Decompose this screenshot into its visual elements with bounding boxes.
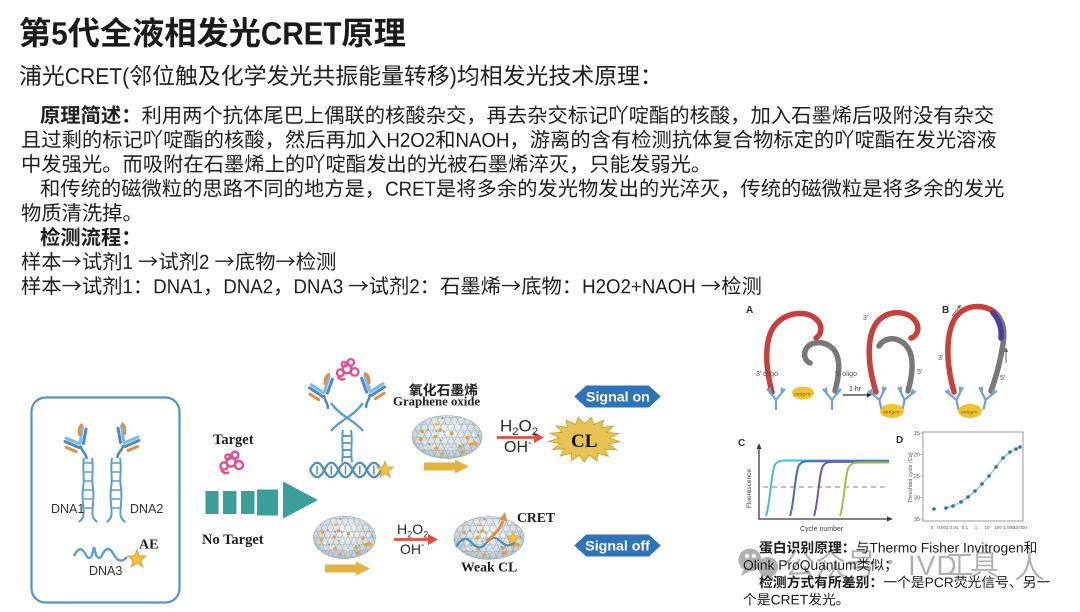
svg-text:35: 35 [914,517,920,523]
svg-text:Signal off: Signal off [585,539,650,555]
svg-text:OH: OH [400,541,421,557]
svg-text:20: 20 [914,453,920,459]
svg-text:5' oligo: 5' oligo [835,371,857,378]
svg-text:CRET: CRET [517,510,555,525]
svg-text:Graphene oxide: Graphene oxide [393,395,480,409]
svg-text:O: O [519,417,532,436]
svg-text:Threshold cycle (Cq): Threshold cycle (Cq) [908,452,914,503]
svg-text:30: 30 [914,496,920,502]
svg-text:3': 3' [938,355,943,362]
svg-text:A: A [746,305,753,316]
svg-text:10: 10 [984,525,990,530]
svg-text:B: B [942,305,949,316]
svg-text:2: 2 [532,426,538,438]
svg-text:100: 100 [994,525,1002,530]
svg-text:5': 5' [917,369,922,376]
svg-text:D: D [896,435,903,446]
svg-text:0: 0 [931,525,934,530]
svg-text:DNA3: DNA3 [89,564,122,578]
svg-text:3' oligo: 3' oligo [756,371,778,378]
svg-text:1,000: 1,000 [1003,525,1015,530]
svg-text:C: C [738,438,745,449]
svg-text:1: 1 [975,525,978,530]
svg-text:H: H [397,521,407,537]
svg-text:3': 3' [863,315,868,322]
svg-text:H: H [500,417,512,436]
svg-text:DNA2: DNA2 [130,502,163,516]
svg-text:antigen: antigen [883,410,900,416]
svg-text:2: 2 [407,530,412,540]
svg-text:DNA1: DNA1 [51,502,84,516]
svg-text:-: - [528,437,532,449]
svg-text:0.001: 0.001 [937,525,949,530]
svg-text:1 hr: 1 hr [849,386,862,393]
svg-text:antigen: antigen [794,392,811,398]
svg-text:15: 15 [914,431,920,437]
svg-text:0.1: 0.1 [962,525,969,530]
svg-text:OH: OH [504,439,528,456]
svg-text:AE: AE [139,538,158,553]
svg-text:10,000: 10,000 [1013,525,1027,530]
svg-text:0.01: 0.01 [950,525,959,530]
svg-text:antigen: antigen [961,410,978,416]
svg-text:CL: CL [571,431,597,452]
svg-text:O: O [412,521,423,537]
svg-text:No Target: No Target [202,532,264,548]
svg-text:2: 2 [512,426,518,438]
svg-text:2: 2 [423,530,428,540]
svg-text:Cycle number: Cycle number [800,526,844,533]
svg-text:Target: Target [213,432,254,448]
svg-text:-: - [421,540,424,551]
svg-text:Weak CL: Weak CL [461,560,517,575]
svg-text:25: 25 [914,474,920,480]
svg-text:Signal on: Signal on [586,390,650,406]
svg-text:5': 5' [1000,375,1005,382]
svg-text:Fluorescence: Fluorescence [746,469,753,508]
